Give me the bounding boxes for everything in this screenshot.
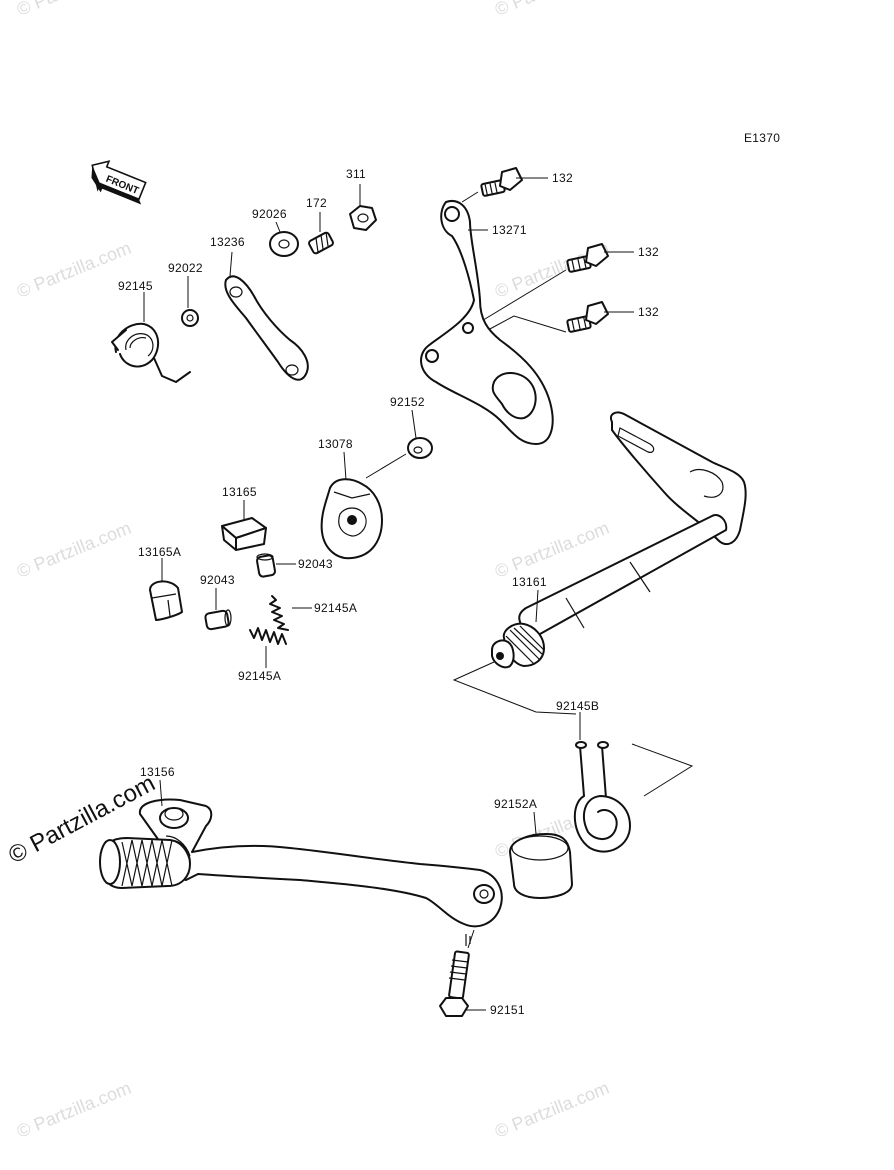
watermark: © Partzilla.com bbox=[492, 518, 612, 582]
spring-92145A-lower bbox=[249, 627, 287, 668]
bolt-132-top bbox=[461, 167, 548, 203]
pin-92043-upper bbox=[256, 553, 296, 578]
label-13156: 13156 bbox=[140, 765, 175, 779]
group-line bbox=[452, 661, 577, 715]
bracket-13271 bbox=[420, 200, 554, 445]
diagram-code: E1370 bbox=[744, 131, 780, 145]
label-92152A: 92152A bbox=[494, 797, 537, 811]
shift-pedal-13156 bbox=[99, 779, 503, 928]
washer-92026 bbox=[269, 221, 299, 257]
label-92145: 92145 bbox=[118, 279, 153, 293]
collar-92152A bbox=[509, 811, 573, 899]
lever-13236 bbox=[224, 251, 309, 381]
pawl-13165A bbox=[149, 558, 183, 621]
label-132: 132 bbox=[638, 305, 659, 319]
label-311: 311 bbox=[346, 167, 366, 181]
label-172: 172 bbox=[306, 196, 327, 210]
watermark: © Partzilla.com bbox=[14, 0, 134, 20]
label-13165: 13165 bbox=[222, 485, 257, 499]
group-line bbox=[631, 743, 694, 797]
label-92145A: 92145A bbox=[314, 601, 357, 615]
label-92151: 92151 bbox=[490, 1003, 525, 1017]
label-13078: 13078 bbox=[318, 437, 353, 451]
pawl-13165 bbox=[221, 500, 267, 551]
pin-92043-lower bbox=[204, 588, 232, 631]
bolt-92151 bbox=[439, 929, 486, 1017]
label-92043: 92043 bbox=[298, 557, 333, 571]
washer-92152 bbox=[365, 409, 433, 479]
spring-92145A-upper bbox=[269, 595, 312, 631]
pin-172 bbox=[308, 212, 334, 255]
label-13165A: 13165A bbox=[138, 545, 181, 559]
label-132: 132 bbox=[638, 245, 659, 259]
watermark: © Partzilla.com bbox=[14, 1078, 134, 1142]
spring-92145B bbox=[573, 712, 631, 853]
washer-92022 bbox=[181, 276, 199, 327]
label-13271: 13271 bbox=[492, 223, 527, 237]
watermark: © Partzilla.com bbox=[492, 1078, 612, 1142]
label-13236: 13236 bbox=[210, 235, 245, 249]
cam-13078 bbox=[320, 451, 383, 560]
nut-311 bbox=[349, 184, 377, 231]
label-92145B: 92145B bbox=[556, 699, 599, 713]
label-92152: 92152 bbox=[390, 395, 425, 409]
label-92145A: 92145A bbox=[238, 669, 281, 683]
watermark: © Partzilla.com bbox=[14, 238, 134, 302]
shift-shaft-13161 bbox=[491, 411, 747, 669]
bolt-132-low bbox=[487, 301, 634, 333]
label-92022: 92022 bbox=[168, 261, 203, 275]
label-92043: 92043 bbox=[200, 573, 235, 587]
spring-92145 bbox=[111, 292, 191, 383]
label-132: 132 bbox=[552, 171, 573, 185]
watermark: © Partzilla.com bbox=[492, 0, 612, 20]
watermark: © Partzilla.com bbox=[14, 518, 134, 582]
bolt-132-mid bbox=[479, 243, 634, 323]
front-arrow-icon: FRONT bbox=[91, 160, 147, 205]
label-13161: 13161 bbox=[512, 575, 547, 589]
label-92026: 92026 bbox=[252, 207, 287, 221]
